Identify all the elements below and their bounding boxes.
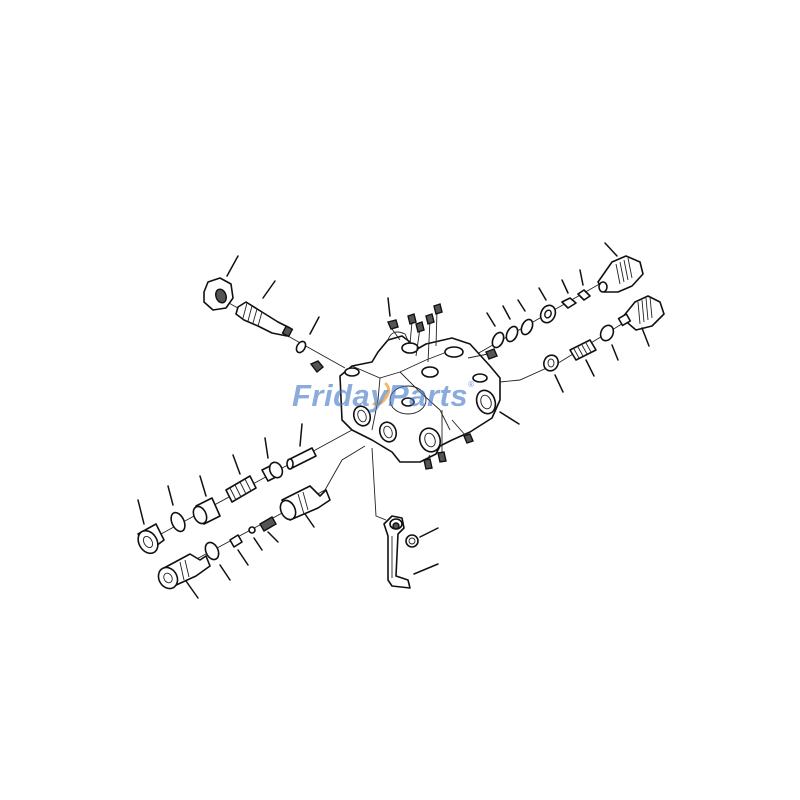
leader-spool-guide	[579, 269, 584, 286]
poppet	[561, 297, 577, 309]
leader-valve-seat	[304, 513, 315, 528]
leader-ball	[253, 537, 263, 551]
relief-valve-cartridge	[617, 295, 665, 331]
socket-screw-8	[423, 458, 433, 470]
assembly-axis-line	[371, 447, 387, 521]
leader-spring	[232, 454, 241, 475]
leader-o-ring	[167, 485, 174, 506]
o-ring-3	[520, 318, 534, 336]
leader-o-ring-lower	[611, 344, 619, 361]
leader-small-spring	[267, 531, 279, 543]
leader-bushing	[419, 527, 439, 538]
leader-poppet	[561, 279, 569, 294]
socket-screw-5	[387, 319, 399, 330]
leader-o-ring-lower	[219, 564, 231, 581]
leader-plug	[185, 580, 199, 599]
socket-screw-1	[407, 313, 417, 325]
relief-plug	[597, 255, 644, 293]
leader-relief-plug	[604, 242, 618, 257]
leader-backup-ring	[538, 287, 547, 301]
leader-poppet-lower	[264, 437, 269, 459]
hex-nut	[203, 277, 234, 311]
leader-socket-screw	[387, 297, 391, 317]
ball	[248, 526, 256, 534]
pin	[286, 447, 317, 470]
spool-guide	[577, 289, 591, 301]
spring	[225, 475, 257, 503]
lower-left-parts-group	[137, 423, 366, 599]
valve-body	[339, 331, 501, 463]
socket-screw-2	[415, 321, 425, 333]
backup-ring	[539, 304, 557, 324]
leader-check-ball-seat	[237, 549, 249, 566]
socket-screws	[387, 303, 498, 470]
leader-o-ring	[309, 316, 320, 335]
cap-plug	[137, 523, 165, 555]
threaded-adapter	[235, 301, 294, 338]
leader-spring	[585, 359, 595, 377]
leader-hex-nut	[226, 255, 239, 277]
o-ring-2	[505, 325, 519, 343]
leader-threaded-adapter	[262, 280, 276, 299]
piston	[192, 497, 221, 525]
leader-pin	[299, 423, 303, 447]
o-ring	[295, 340, 307, 354]
o-ring	[170, 511, 186, 533]
leader-seat-ring	[554, 374, 564, 393]
leader-o-ring-3	[517, 299, 526, 312]
assembly-axis-line-lower	[164, 445, 366, 577]
poppet	[261, 461, 284, 482]
leader-piston	[199, 475, 207, 497]
bushing	[405, 534, 419, 548]
lever-bracket	[383, 515, 411, 589]
leader-o-ring-1	[486, 312, 496, 327]
leader-lever-bracket	[413, 563, 439, 575]
o-ring-lower	[204, 541, 220, 561]
o-ring-1	[491, 331, 505, 349]
socket-screw-9	[437, 451, 447, 463]
seat-ring	[543, 354, 559, 372]
upper-left-parts-group	[203, 255, 346, 374]
leader-relief-valve-cartridge	[641, 327, 650, 347]
small-spring	[259, 516, 277, 532]
lever-bracket-group	[371, 447, 439, 589]
leader-o-ring-2	[502, 305, 511, 320]
o-ring-lower	[599, 324, 615, 342]
socket-screw-6	[485, 348, 498, 360]
socket-screw-3	[425, 313, 435, 325]
socket-screw-4	[433, 303, 443, 315]
socket-screw-7	[463, 433, 474, 444]
small-plug	[309, 360, 324, 374]
upper-right-parts-group	[469, 242, 665, 393]
leader-valve-body	[499, 411, 520, 425]
check-ball-seat	[229, 534, 243, 548]
plug	[157, 553, 211, 590]
leader-cap-plug	[137, 499, 145, 525]
spring	[569, 339, 597, 361]
valve-seat	[279, 485, 331, 521]
